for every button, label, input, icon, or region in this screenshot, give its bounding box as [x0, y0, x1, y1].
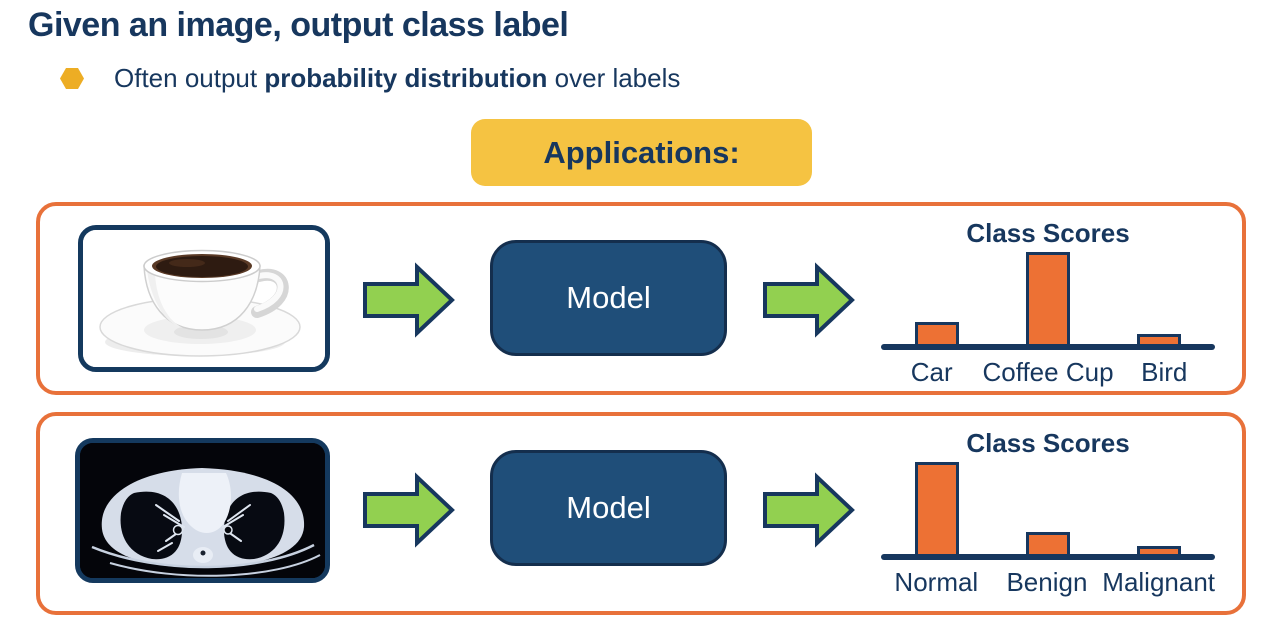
bar-label-coffee-cup: Coffee Cup [982, 357, 1114, 387]
chart-category-labels: Car Coffee Cup Bird [881, 357, 1215, 388]
class-scores-chart: Class Scores Normal Benign Malignant [881, 428, 1215, 598]
coffee-cup-illustration [83, 230, 325, 367]
score-bar-coffee-cup [1025, 252, 1070, 347]
ct-scan-illustration [80, 443, 325, 578]
bullet-text-pre: Often output [114, 63, 265, 93]
chart-plot-area [881, 459, 1215, 560]
bar-column-normal [881, 462, 992, 557]
bar-label-benign: Benign [1006, 567, 1088, 597]
applications-header: Applications: [471, 119, 812, 186]
bullet-text-bold: probability distribution [264, 63, 548, 93]
chart-plot-area [881, 249, 1215, 350]
chart-x-axis [881, 554, 1215, 560]
chart-title: Class Scores [966, 428, 1130, 458]
bar-column-coffee-cup [992, 252, 1103, 347]
score-bar-normal [914, 462, 959, 557]
pipeline-row-ct-scan: Model Class Scores Normal Benign Malignant [36, 412, 1246, 615]
arrow-right-icon [763, 472, 855, 548]
model-box: Model [490, 240, 727, 356]
arrow-right-icon [363, 472, 455, 548]
bar-label-car: Car [910, 357, 953, 387]
chart-bars [881, 459, 1215, 557]
arrow-right-icon [363, 262, 455, 338]
chart-bars [881, 249, 1215, 347]
bullet-text: Often output probability distribution ov… [114, 63, 680, 94]
bullet-line: Often output probability distribution ov… [60, 63, 680, 94]
page-title: Given an image, output class label [28, 6, 569, 44]
bar-label-bird: Bird [1141, 357, 1188, 387]
arrow-right-icon [763, 262, 855, 338]
chart-category-labels: Normal Benign Malignant [881, 567, 1215, 598]
class-scores-chart: Class Scores Car Coffee Cup Bird [881, 218, 1215, 388]
pipeline-row-coffee-cup: Model Class Scores Car Coffee Cup Bird [36, 202, 1246, 395]
chart-x-axis [881, 344, 1215, 350]
bullet-text-post: over labels [547, 63, 681, 93]
lung-ct-scan-image [75, 438, 330, 583]
hexagon-bullet-icon [60, 68, 84, 89]
chart-title: Class Scores [966, 218, 1130, 248]
bar-label-normal: Normal [894, 567, 979, 597]
model-box: Model [490, 450, 727, 566]
bar-label-malignant: Malignant [1102, 567, 1216, 597]
coffee-cup-image [78, 225, 330, 372]
model-label: Model [566, 280, 651, 315]
model-label: Model [566, 490, 651, 525]
